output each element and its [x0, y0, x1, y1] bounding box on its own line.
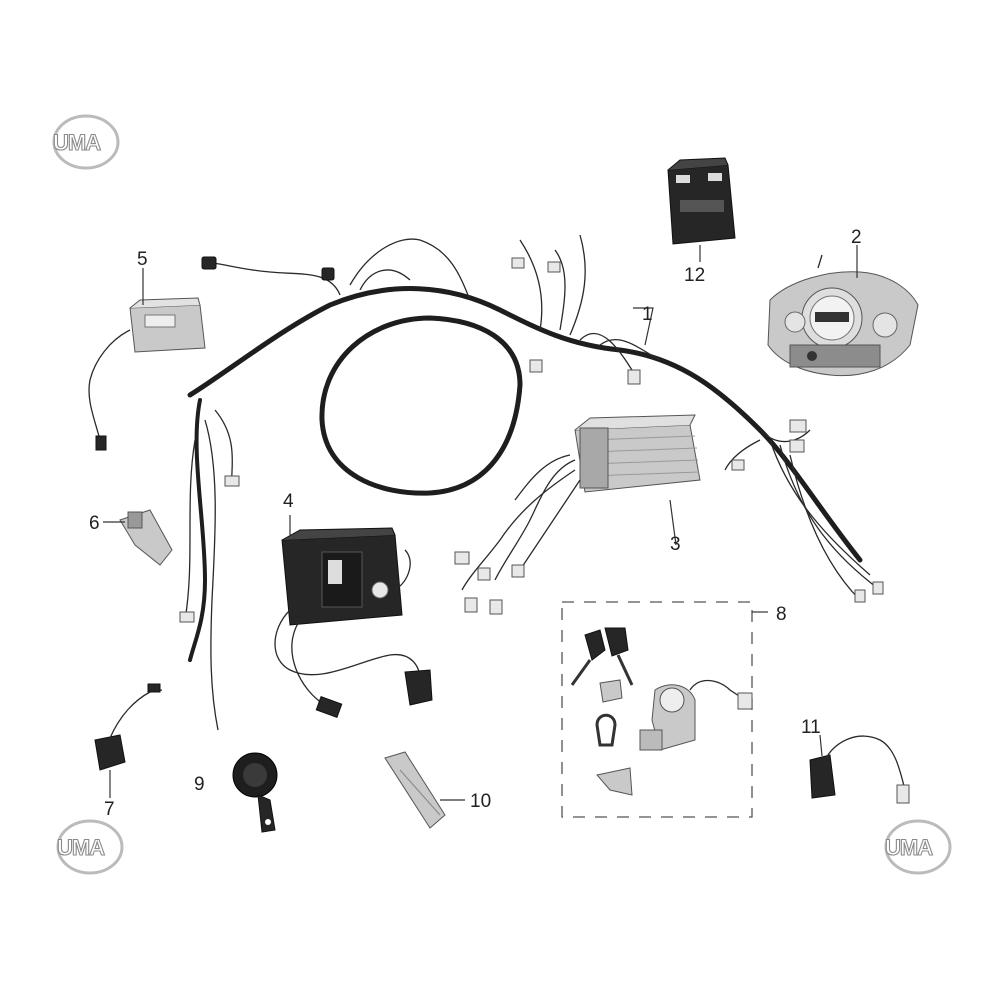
callout-5: 5	[137, 249, 148, 270]
part-5-converter: 5	[88, 249, 206, 451]
brand-logo-top-left: UMA	[52, 114, 120, 170]
brand-logo-text: UMA	[57, 835, 105, 860]
part-12-battery: 12	[667, 157, 736, 286]
part-8-lock-set: 8	[561, 601, 787, 818]
part-3-controller: 3	[454, 414, 701, 615]
callout-10: 10	[470, 791, 491, 812]
part-1-wire-harness: 1	[179, 234, 884, 731]
brand-logo-bottom-right: UMA	[884, 819, 952, 875]
part-7-switch: 7	[94, 683, 163, 820]
callout-4: 4	[283, 491, 294, 512]
part-2-instrument-cluster: 2	[767, 227, 919, 377]
part-11-sensor: 11	[801, 717, 910, 804]
brand-logo-text: UMA	[53, 130, 101, 155]
callout-11: 11	[801, 717, 821, 738]
callout-8: 8	[776, 604, 787, 625]
brand-logo-bottom-left: UMA	[56, 819, 124, 875]
callout-9: 9	[194, 774, 205, 795]
callout-6: 6	[89, 513, 100, 534]
callout-12: 12	[684, 265, 705, 286]
part-10-bracket-plate: 10	[384, 751, 491, 829]
callout-2: 2	[851, 227, 862, 248]
callout-1: 1	[642, 304, 653, 325]
part-4-charger: 4	[274, 491, 433, 718]
part-9-horn: 9	[194, 752, 278, 833]
brand-logo-text: UMA	[885, 835, 933, 860]
part-6-circuit-breaker: 6	[89, 509, 173, 566]
callout-3: 3	[670, 534, 681, 555]
callout-7: 7	[104, 799, 115, 820]
